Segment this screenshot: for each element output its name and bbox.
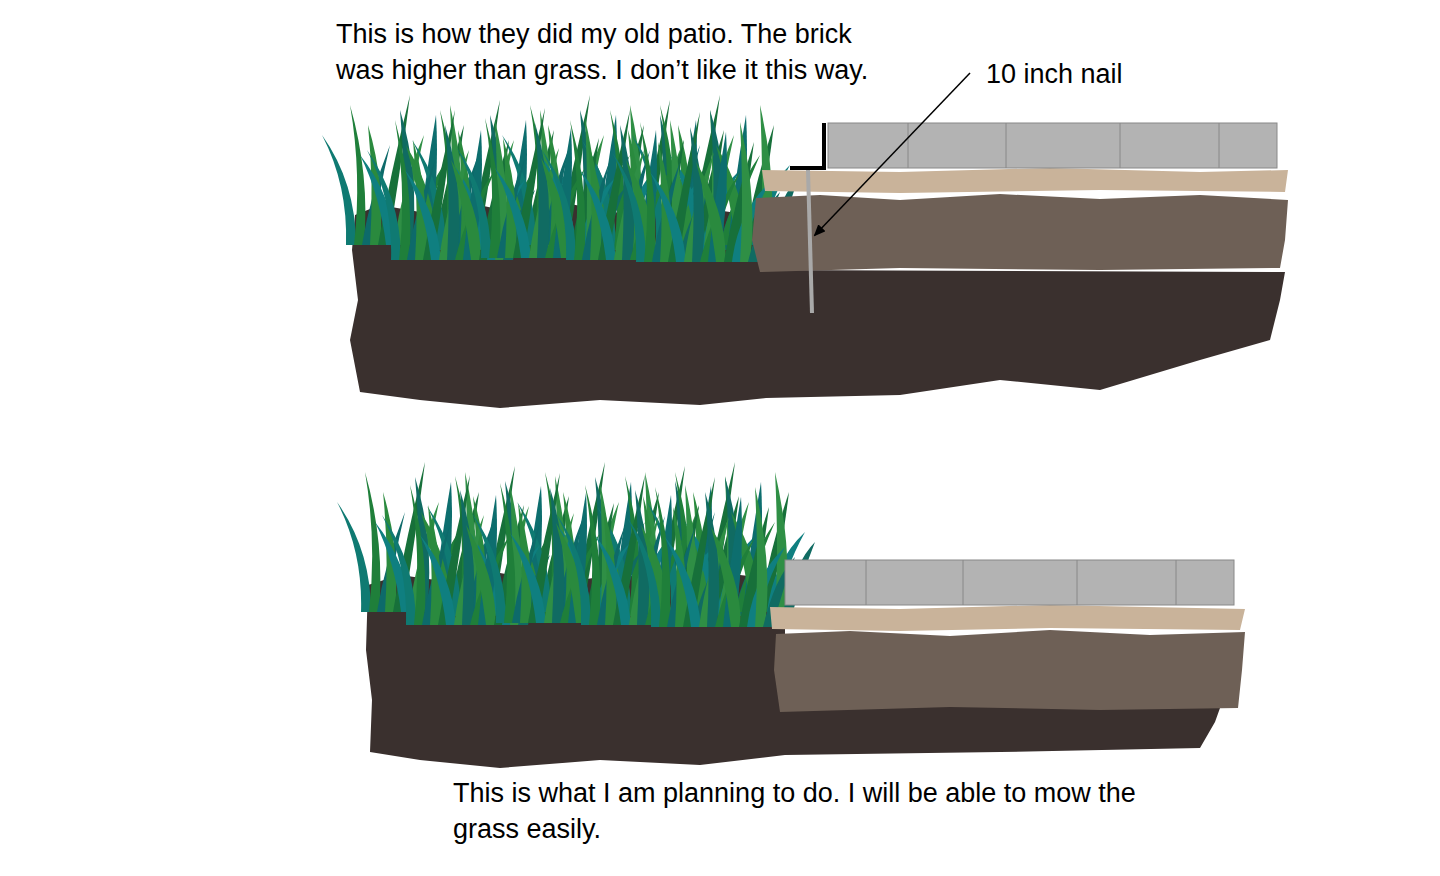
sand-layer [770,605,1245,631]
callout-label: 10 inch nail [986,56,1286,92]
sand-layer [762,168,1288,193]
grass [322,95,800,262]
note-text: This is what I am planning to do. I will… [453,775,1198,847]
nail [808,170,812,313]
brick-row [785,560,1234,605]
gravel-layer [774,630,1245,712]
brick-row [828,123,1277,168]
gravel-layer [752,194,1288,272]
grass [337,462,815,627]
leader-line [815,73,970,235]
edging [790,123,824,168]
note-text: This is how they did my old patio. The b… [336,16,906,88]
